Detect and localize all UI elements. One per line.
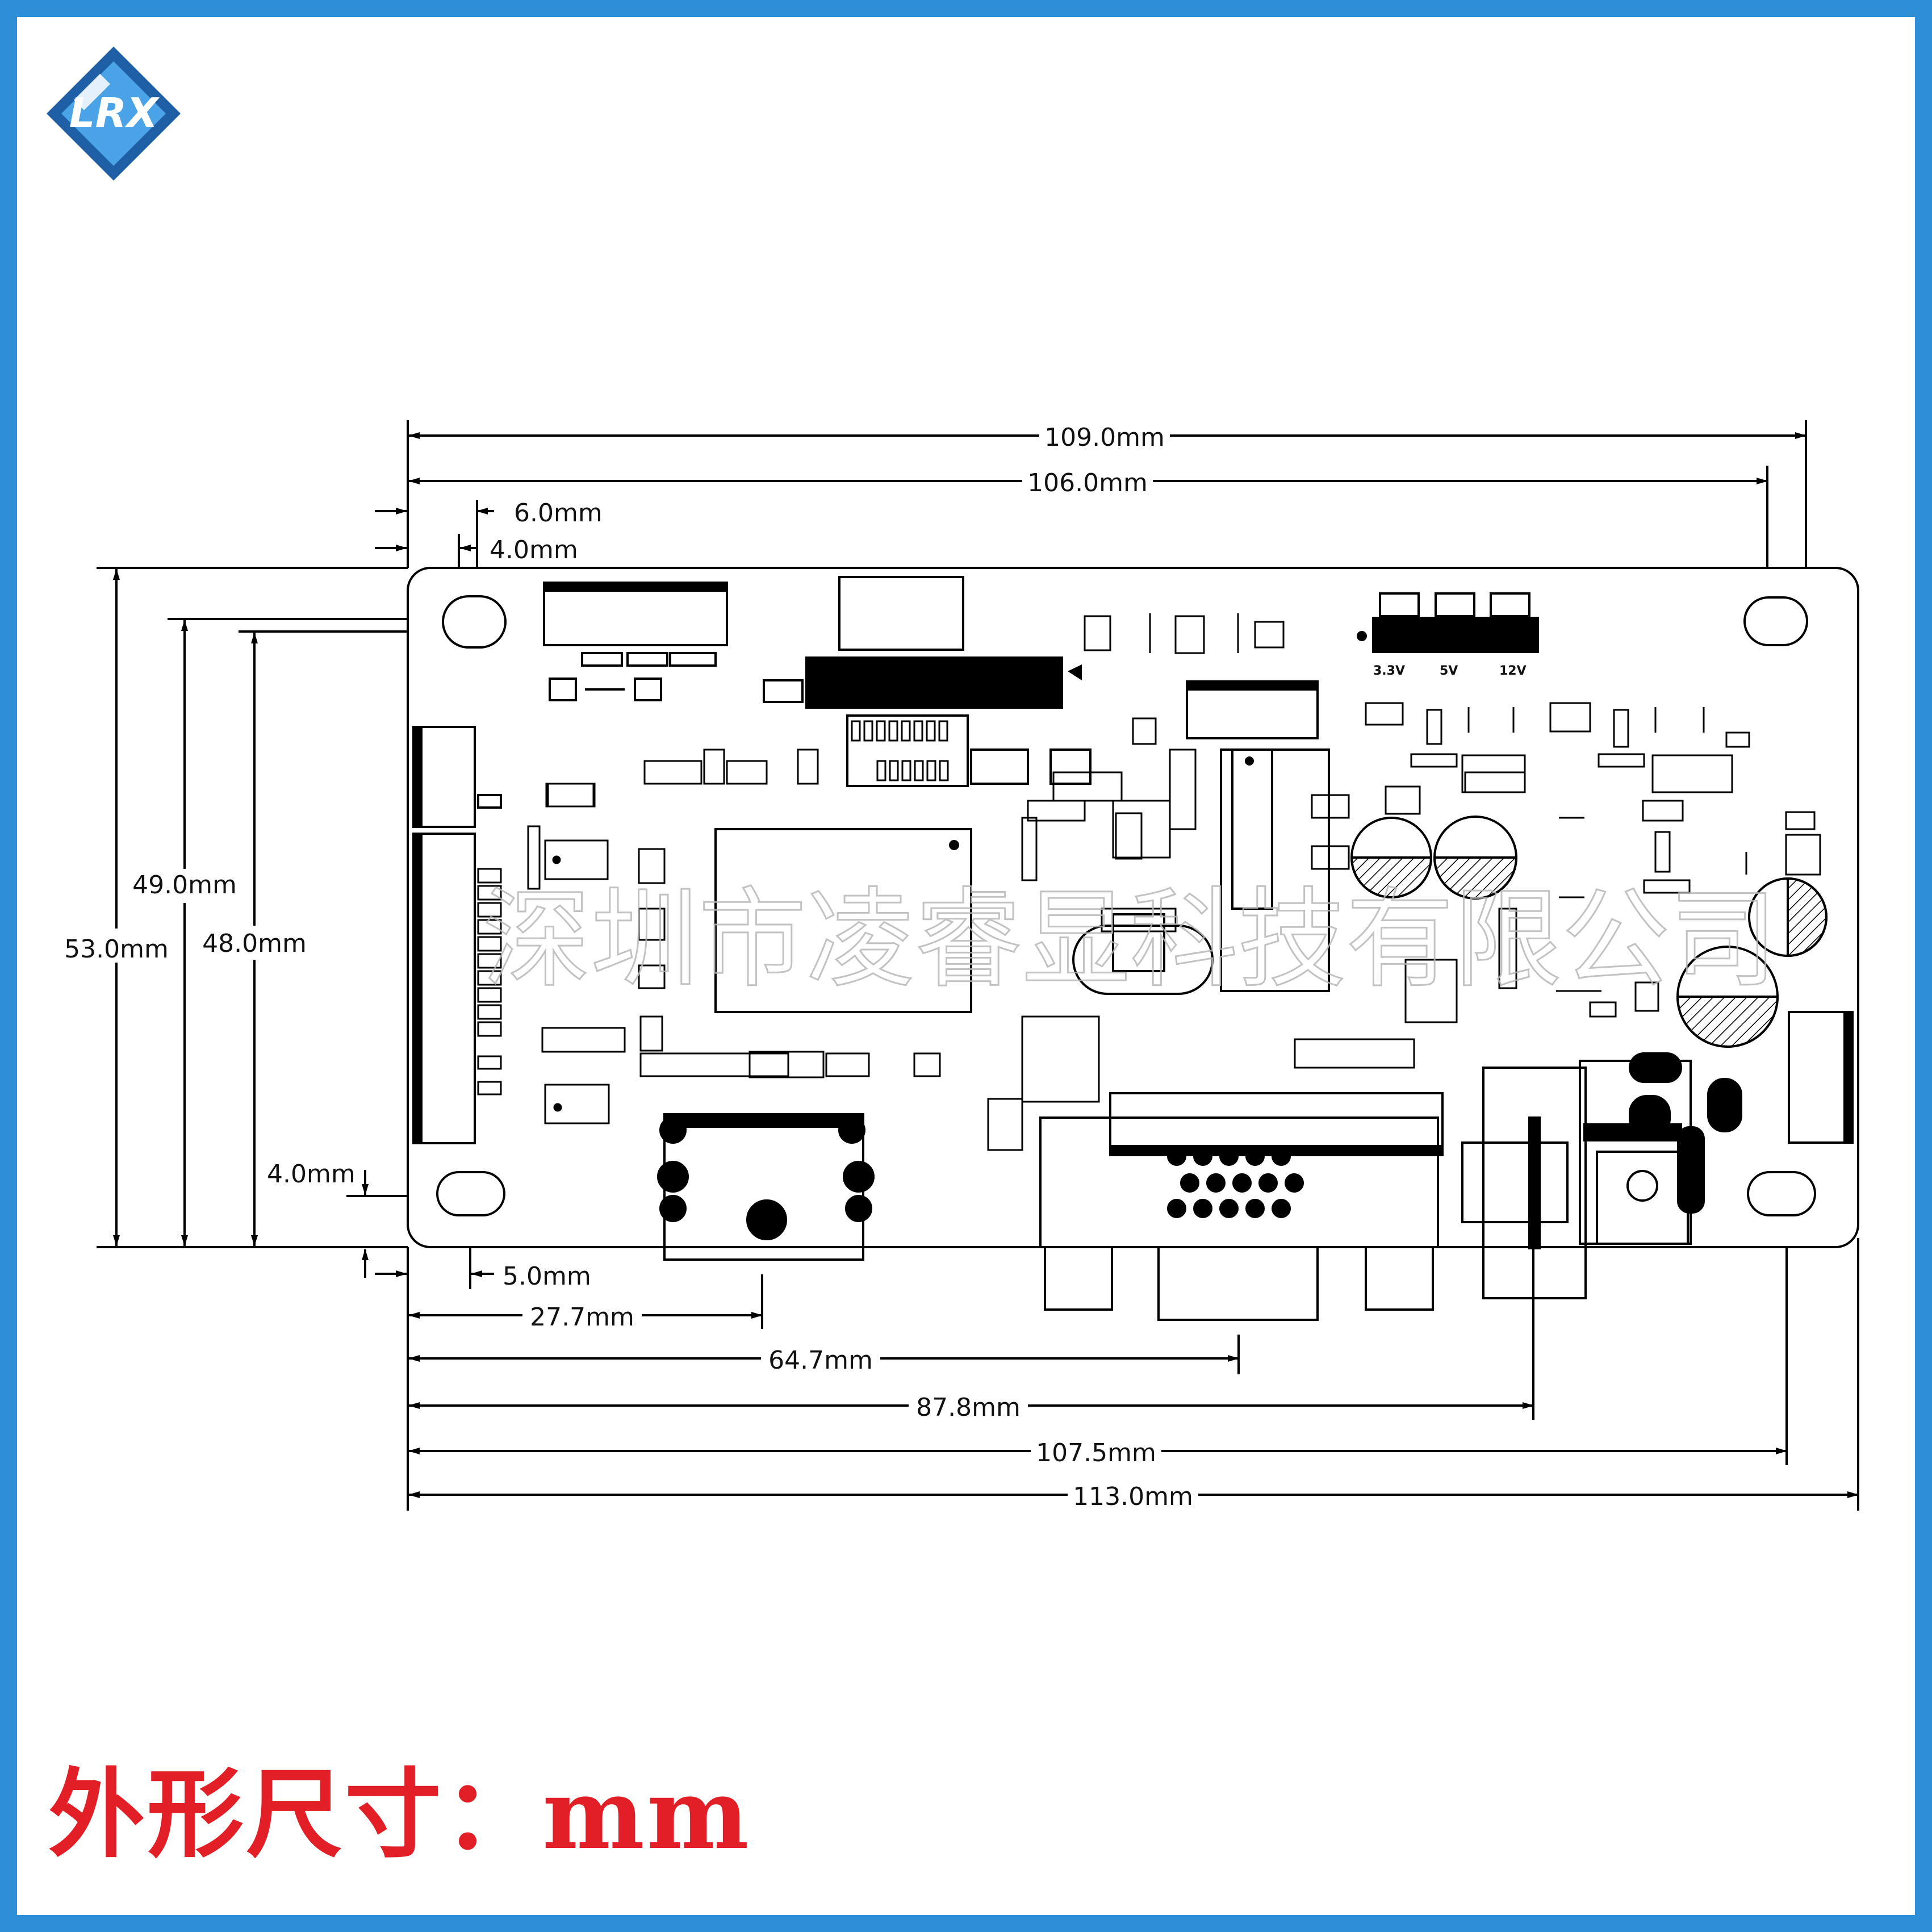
dim-connector-4: 107.5mm — [1036, 1438, 1156, 1467]
dim-hole-spacing-v1: 49.0mm — [132, 871, 237, 900]
dim-hole-bottom-offset: 4.0mm — [267, 1160, 356, 1189]
page-title: 外形尺寸：mm — [48, 1758, 751, 1871]
hdmi-connector — [657, 1113, 875, 1261]
lvds-connector — [543, 582, 728, 701]
logo-text: LRX — [69, 89, 160, 137]
voltage-selector — [1357, 592, 1539, 653]
dim-hole-spacing-v2: 48.0mm — [202, 929, 307, 958]
pcb-board — [407, 567, 1859, 1321]
left-connector — [412, 726, 502, 1144]
capacitors — [1350, 816, 1828, 1048]
vga-connector — [1039, 1092, 1444, 1321]
dc-jack — [1461, 1052, 1742, 1299]
dimension-labels: 109.0mm 106.0mm 6.0mm 4.0mm 53.0mm 49.0m… — [57, 419, 1198, 1512]
mounting-holes — [436, 595, 1816, 1216]
dim-connector-2: 64.7mm — [768, 1346, 873, 1375]
ffc-connector — [805, 656, 1063, 709]
dim-total-width: 113.0mm — [1073, 1482, 1193, 1511]
main-ic — [714, 828, 972, 1013]
voltage-label-12v: 12V — [1499, 664, 1527, 678]
dim-overall-height: 53.0mm — [64, 935, 169, 964]
dim-hole-x: 4.0mm — [490, 536, 578, 564]
company-watermark: 深圳市凌睿显科技有限公司 — [483, 877, 1778, 1002]
company-logo: LRX — [47, 47, 181, 181]
voltage-label-3v3: 3.3V — [1373, 664, 1405, 678]
dim-overall-width: 109.0mm — [1044, 423, 1165, 452]
dim-hole-bottom-x: 5.0mm — [503, 1262, 591, 1291]
crystal — [1072, 925, 1214, 995]
dim-connector-3: 87.8mm — [916, 1393, 1021, 1422]
dim-connector-1: 27.7mm — [530, 1303, 634, 1332]
diamond-logo-icon — [47, 47, 181, 181]
dim-hole-spacing-top: 106.0mm — [1027, 469, 1148, 497]
voltage-label-5v: 5V — [1440, 664, 1458, 678]
dim-hole-offset-x: 6.0mm — [514, 499, 603, 528]
voltage-labels: 3.3V 5V 12V — [1373, 664, 1527, 678]
